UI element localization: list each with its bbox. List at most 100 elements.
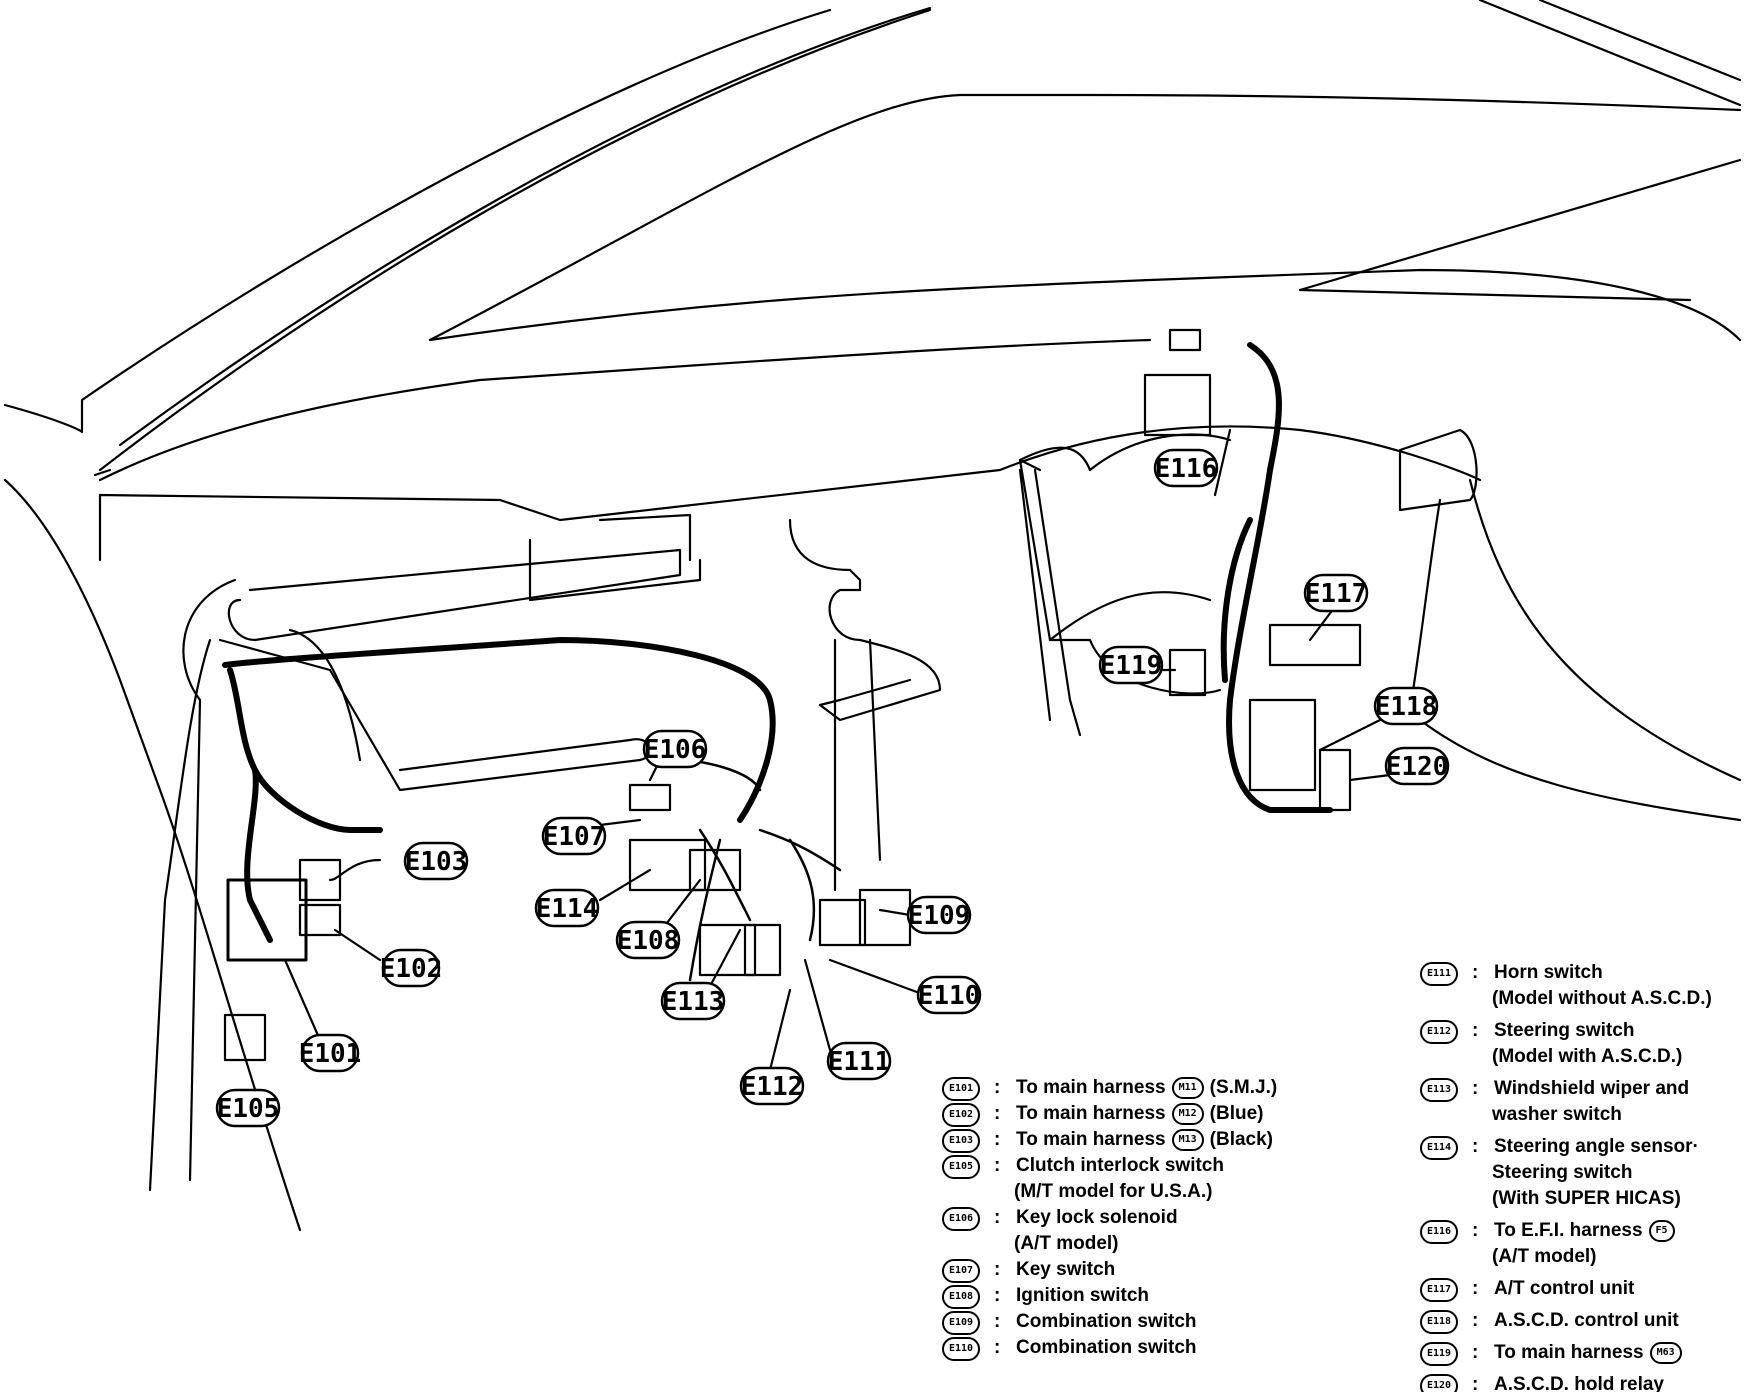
legend-colon: : (994, 1155, 1001, 1176)
legend-description: Combination switch (1016, 1311, 1197, 1332)
legend-entry: E111: Horn switch (1420, 960, 1712, 986)
callout-e105: E105 (215, 1088, 281, 1128)
callout-e113-label: E113 (662, 987, 725, 1017)
callout-e112: E112 (739, 1066, 805, 1106)
legend-code-badge: E105 (942, 1155, 980, 1179)
legend-colon: : (1472, 1342, 1479, 1363)
legend-code-badge: E116 (1420, 1220, 1458, 1244)
legend-description: Clutch interlock switch (1016, 1155, 1224, 1176)
legend-code-badge: E119 (1420, 1342, 1458, 1366)
legend-code-badge: E101 (942, 1077, 980, 1101)
legend-code-badge: E102 (942, 1103, 980, 1127)
legend-description: A.S.C.D. hold relay (1494, 1374, 1664, 1392)
center-bracket (788, 518, 942, 722)
legend-ref-badge: M63 (1649, 1341, 1682, 1364)
callout-e114-label: E114 (536, 894, 599, 924)
legend-ref-badge: M12 (1171, 1102, 1204, 1125)
legend-description: Key switch (1016, 1259, 1116, 1280)
legend-entry: E108:Ignition switch (942, 1283, 1277, 1309)
callout-e109-label: E109 (908, 901, 971, 931)
legend-code-badge: E107 (942, 1259, 980, 1283)
windshield-frame (3, 8, 832, 434)
legend-code-badge: E106 (942, 1207, 980, 1231)
legend-colon: : (994, 1285, 1001, 1306)
legend-entry: E110:Combination switch (942, 1335, 1277, 1361)
legend-colon: : (1472, 1020, 1479, 1041)
connector-block-e101 (226, 878, 308, 962)
legend-description: Key lock solenoid (1016, 1207, 1178, 1228)
callout-e107: E107 (541, 816, 607, 856)
legend-code-badge: E118 (1420, 1310, 1458, 1334)
legend-colon: : (994, 1103, 1001, 1124)
callout-e107-label: E107 (543, 822, 606, 852)
callout-e111-label: E111 (828, 1047, 891, 1077)
callout-e120: E120 (1384, 746, 1450, 786)
legend-code-badge: E114 (1420, 1136, 1458, 1160)
steering-column (227, 548, 682, 642)
legend-colon: : (994, 1259, 1001, 1280)
legend-colon: : (994, 1129, 1001, 1150)
legend-colon: : (994, 1311, 1001, 1332)
callout-e106: E106 (642, 729, 708, 769)
legend-colon: : (994, 1207, 1001, 1228)
callout-e113: E113 (660, 981, 726, 1021)
callout-e116: E116 (1153, 448, 1219, 488)
legend-code-badge: E120 (1420, 1374, 1458, 1392)
legend-entry: E114:Steering angle sensor· (1420, 1134, 1712, 1160)
callout-e116-label: E116 (1155, 454, 1218, 484)
roof-line (428, 93, 1742, 342)
legend-entry: E118:A.S.C.D. control unit (1420, 1308, 1712, 1334)
callout-e102-label: E102 (380, 954, 443, 984)
callout-e120-label: E120 (1386, 752, 1449, 782)
callout-e117-label: E117 (1305, 579, 1368, 609)
callout-e111: E111 (826, 1041, 892, 1081)
callout-e101: E101 (299, 1033, 361, 1073)
legend-colon: : (1472, 1374, 1479, 1392)
main-harness-right (1226, 342, 1333, 813)
legend-description-line: (M/T model for U.S.A.) (1014, 1181, 1213, 1202)
legend-code-badge: E103 (942, 1129, 980, 1153)
legend-description: Horn switch (1494, 962, 1603, 983)
legend-right: E111: Horn switch (Model without A.S.C.D.)… (1420, 960, 1712, 1392)
legend-entry: E120: A.S.C.D. hold relay (1420, 1372, 1712, 1392)
legend-description-line: (With SUPER HICAS) (1492, 1188, 1681, 1209)
legend-code-badge: E117 (1420, 1278, 1458, 1302)
legend-description-line: (A/T model) (1014, 1233, 1119, 1254)
legend-code-badge: E111 (1420, 962, 1458, 986)
callout-e103: E103 (403, 841, 469, 881)
legend-entry: E113:Windshield wiper and (1420, 1076, 1712, 1102)
legend-entry: E106: Key lock solenoid (942, 1205, 1277, 1231)
legend-colon: : (1472, 962, 1479, 983)
callout-e108: E108 (615, 920, 681, 960)
callout-e106-label: E106 (644, 735, 707, 765)
callout-e108-label: E108 (617, 926, 680, 956)
legend-colon: : (994, 1077, 1001, 1098)
legend-entry: E107: Key switch (942, 1257, 1277, 1283)
legend-entry: E109:Combination switch (942, 1309, 1277, 1335)
legend-description-line: Steering switch (1492, 1162, 1633, 1183)
callout-e114: E114 (534, 888, 600, 928)
callout-e118: E118 (1373, 686, 1439, 726)
legend-code-badge: E113 (1420, 1078, 1458, 1102)
callout-e109: E109 (906, 895, 972, 935)
callout-e118-label: E118 (1375, 692, 1438, 722)
legend-description: Steering switch (1494, 1020, 1635, 1041)
legend-entry: E105: Clutch interlock switch (942, 1153, 1277, 1179)
legend-ref-badge: M13 (1171, 1128, 1204, 1151)
legend-description-line: (Model without A.S.C.D.) (1492, 988, 1712, 1009)
legend-colon: : (1472, 1136, 1479, 1157)
legend-colon: : (994, 1337, 1001, 1358)
legend-colon: : (1472, 1220, 1479, 1241)
legend-colon: : (1472, 1078, 1479, 1099)
legend-ref-badge: F5 (1648, 1219, 1675, 1242)
callout-e102: E102 (380, 948, 443, 988)
